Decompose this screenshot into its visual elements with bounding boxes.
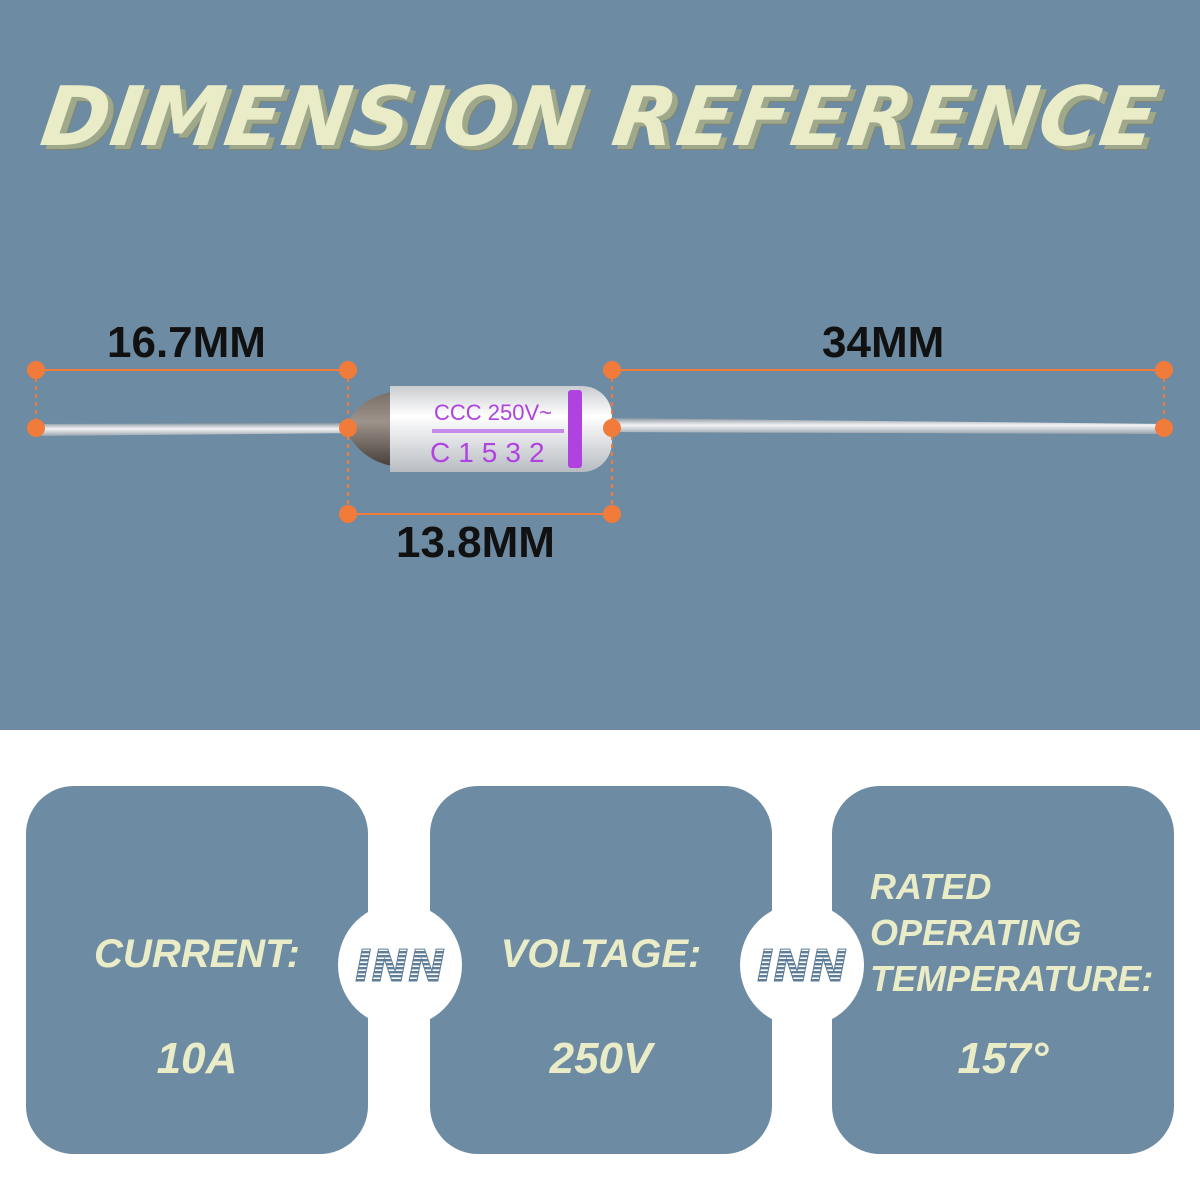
spec-value: 157° <box>957 1034 1049 1083</box>
spec-label: CURRENT: <box>94 932 300 976</box>
marker-dot <box>339 505 357 523</box>
page-title: DIMENSION REFERENCE <box>35 70 1165 165</box>
marker-dot <box>339 361 357 379</box>
spec-label: RATED OPERATING TEMPERATURE: <box>870 866 1154 999</box>
marker-dot <box>603 419 621 437</box>
left-wire <box>36 423 360 436</box>
fuse-end-cap <box>350 392 392 466</box>
brand-logo: INN <box>740 903 864 1027</box>
spec-card-temperature: RATED OPERATING TEMPERATURE: 157° <box>832 786 1174 1154</box>
svg-text:INN: INN <box>757 941 847 992</box>
right-wire <box>600 418 1166 434</box>
spec-value: 250V <box>549 1034 653 1083</box>
spec-card-current: CURRENT: 10A <box>26 786 368 1154</box>
thermal-fuse-diagram: CCC 250V~ C1532 <box>27 361 1173 523</box>
right-lead-dimension: 34MM <box>822 318 945 367</box>
brand-logo: INN <box>338 903 462 1027</box>
marker-dot <box>603 361 621 379</box>
marker-dot <box>1155 361 1173 379</box>
marker-dot <box>603 505 621 523</box>
left-lead-dimension: 16.7MM <box>107 318 266 367</box>
spec-card-voltage: VOLTAGE: 250V <box>430 786 772 1154</box>
marker-dot <box>27 361 45 379</box>
spec-label: VOLTAGE: <box>500 932 702 976</box>
spec-value: 10A <box>156 1034 238 1083</box>
fuse-marking-line1: CCC 250V~ <box>434 400 552 425</box>
fuse-marking-line2: C1532 <box>430 437 553 468</box>
body-length-dimension: 13.8MM <box>396 518 555 567</box>
fuse-stripe <box>568 390 582 468</box>
svg-text:INN: INN <box>355 941 445 992</box>
top-panel <box>0 0 1200 730</box>
marker-dot <box>1155 419 1173 437</box>
brand-logo-icon: INN <box>756 941 847 993</box>
brand-logo-icon: INN <box>354 941 445 993</box>
marker-dot <box>27 419 45 437</box>
marker-dot <box>339 419 357 437</box>
